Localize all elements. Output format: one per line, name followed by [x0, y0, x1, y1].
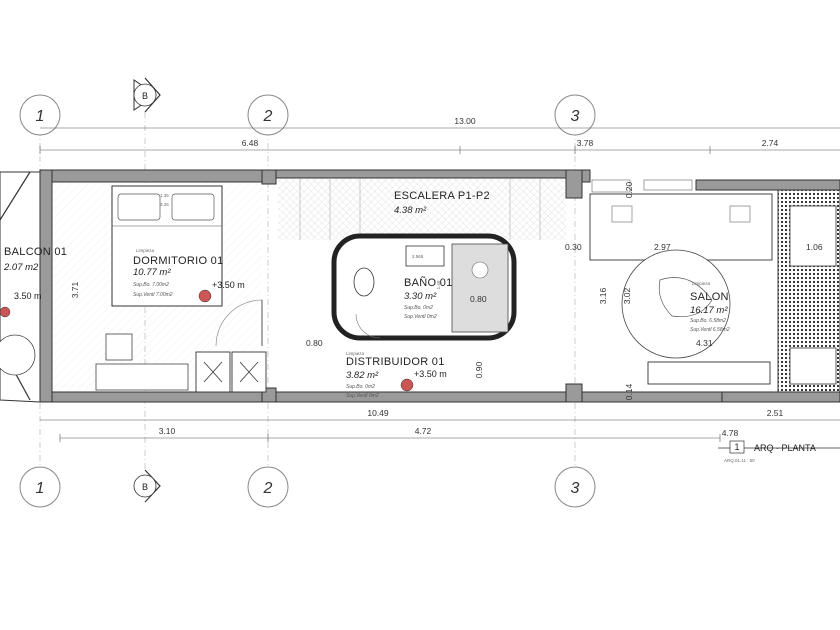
svg-text:Limpieza: Limpieza: [692, 281, 711, 286]
svg-text:3: 3: [571, 480, 580, 497]
svg-text:Sup.Ventl 0m2: Sup.Ventl 0m2: [404, 314, 437, 320]
svg-text:2.97: 2.97: [654, 242, 671, 252]
svg-text:3.10: 3.10: [159, 426, 176, 436]
svg-text:+3.50 m: +3.50 m: [414, 369, 447, 379]
svg-text:1: 1: [734, 442, 739, 452]
svg-text:B: B: [142, 91, 148, 101]
svg-text:Sup.Ventl 6.58m2: Sup.Ventl 6.58m2: [690, 327, 730, 333]
svg-text:BAÑO 01: BAÑO 01: [404, 276, 453, 289]
svg-text:1: 1: [36, 480, 45, 497]
axis-bubble-3-bottom: 3: [554, 466, 596, 508]
svg-text:0.30: 0.30: [565, 242, 582, 252]
bathroom: 2.565 1.40 0.80 BAÑO 01 3.30 m² Sup.Bo. …: [331, 233, 517, 341]
svg-text:1.06: 1.06: [806, 242, 823, 252]
terrace: 1.06: [777, 189, 840, 393]
svg-text:Sup.Ventl 0m2: Sup.Ventl 0m2: [346, 393, 379, 399]
svg-text:ARQ - PLANTA: ARQ - PLANTA: [754, 443, 816, 453]
bottom-dimensions: 10.49 3.10 4.72 2.51 4.78: [40, 408, 840, 442]
svg-text:2.74: 2.74: [762, 138, 779, 148]
svg-text:6.48: 6.48: [242, 138, 259, 148]
svg-text:Sup.Bo. 0m2: Sup.Bo. 0m2: [346, 384, 375, 390]
svg-text:+3.50 m: +3.50 m: [212, 280, 245, 290]
svg-text:4.78: 4.78: [722, 428, 739, 438]
svg-text:0.90: 0.90: [474, 361, 484, 378]
svg-text:Limpieza: Limpieza: [136, 248, 155, 253]
svg-text:2: 2: [263, 480, 273, 497]
svg-text:3.82 m²: 3.82 m²: [346, 370, 379, 381]
svg-text:10.49: 10.49: [367, 408, 389, 418]
exterior-walls: [39, 169, 840, 403]
svg-text:3.16: 3.16: [598, 287, 608, 304]
svg-text:2: 2: [263, 108, 273, 125]
axis-bubble-2-bottom: 2: [247, 466, 289, 508]
svg-text:Limpieza: Limpieza: [346, 351, 365, 356]
svg-text:ESCALERA P1-P2: ESCALERA P1-P2: [394, 190, 490, 202]
axis-bubble-1-bottom: 1: [19, 466, 61, 508]
svg-text:4.31: 4.31: [696, 338, 713, 348]
axis-bubble-2-top: 2: [247, 94, 289, 136]
svg-text:Sup.Bo. 6.58m2: Sup.Bo. 6.58m2: [690, 318, 726, 324]
svg-text:DISTRIBUIDOR 01: DISTRIBUIDOR 01: [346, 356, 445, 368]
svg-text:3.78: 3.78: [577, 138, 594, 148]
svg-text:0.80: 0.80: [306, 338, 323, 348]
svg-text:Sup.Ventl 7.00m2: Sup.Ventl 7.00m2: [133, 292, 173, 298]
svg-text:4.72: 4.72: [415, 426, 432, 436]
svg-text:2.565: 2.565: [412, 254, 424, 259]
top-dimensions: 13.00 6.48 3.78 2.74: [39, 116, 840, 154]
svg-text:B: B: [142, 482, 148, 492]
svg-text:0.14: 0.14: [624, 383, 634, 400]
distributor: 0.80 Limpieza DISTRIBUIDOR 01 3.82 m² Su…: [306, 338, 484, 399]
svg-text:2.51: 2.51: [767, 408, 784, 418]
staircase: ESCALERA P1-P2 4.38 m²: [278, 178, 566, 240]
title-block: 1 ARQ - PLANTA ARQ.01.11 : 50: [718, 440, 840, 463]
svg-text:ARQ.01.11 : 50: ARQ.01.11 : 50: [724, 458, 755, 463]
svg-text:0.20: 0.20: [624, 181, 634, 198]
svg-text:3.50 m: 3.50 m: [14, 291, 42, 301]
svg-text:BALCON 01: BALCON 01: [4, 246, 67, 258]
svg-text:Sup.Bo. 0m2: Sup.Bo. 0m2: [404, 305, 433, 311]
svg-text:1.35: 1.35: [160, 193, 169, 198]
svg-text:SALON: SALON: [690, 291, 729, 303]
svg-text:3.02: 3.02: [622, 287, 632, 304]
svg-text:3: 3: [571, 108, 580, 125]
svg-text:1.40: 1.40: [436, 280, 441, 289]
svg-text:4.38 m²: 4.38 m²: [394, 205, 427, 216]
svg-text:16.17 m²: 16.17 m²: [690, 305, 728, 316]
section-marker-b-bottom: B: [133, 469, 161, 503]
living-room: 2.97 0.20 0.30 3.16 3.02 0.14 Limpieza S…: [565, 179, 773, 400]
svg-text:10.77 m²: 10.77 m²: [133, 267, 171, 278]
bedroom: 1.35 3.26 Limpieza DORMITORIO 01 10.77 m…: [52, 182, 267, 393]
svg-text:DORMITORIO 01: DORMITORIO 01: [133, 255, 224, 267]
svg-text:Sup.Bo. 7.00m2: Sup.Bo. 7.00m2: [133, 282, 169, 288]
svg-text:3.26: 3.26: [160, 202, 169, 207]
svg-text:0.80: 0.80: [470, 294, 487, 304]
axis-bubble-1-top: 1: [19, 94, 61, 136]
svg-text:2.07 m2: 2.07 m2: [3, 262, 39, 273]
svg-text:1: 1: [36, 108, 45, 125]
svg-text:3.30 m²: 3.30 m²: [404, 291, 437, 302]
axis-bubble-3-top: 3: [554, 94, 596, 136]
section-marker-b-top: B: [133, 77, 161, 113]
svg-text:13.00: 13.00: [454, 116, 476, 126]
